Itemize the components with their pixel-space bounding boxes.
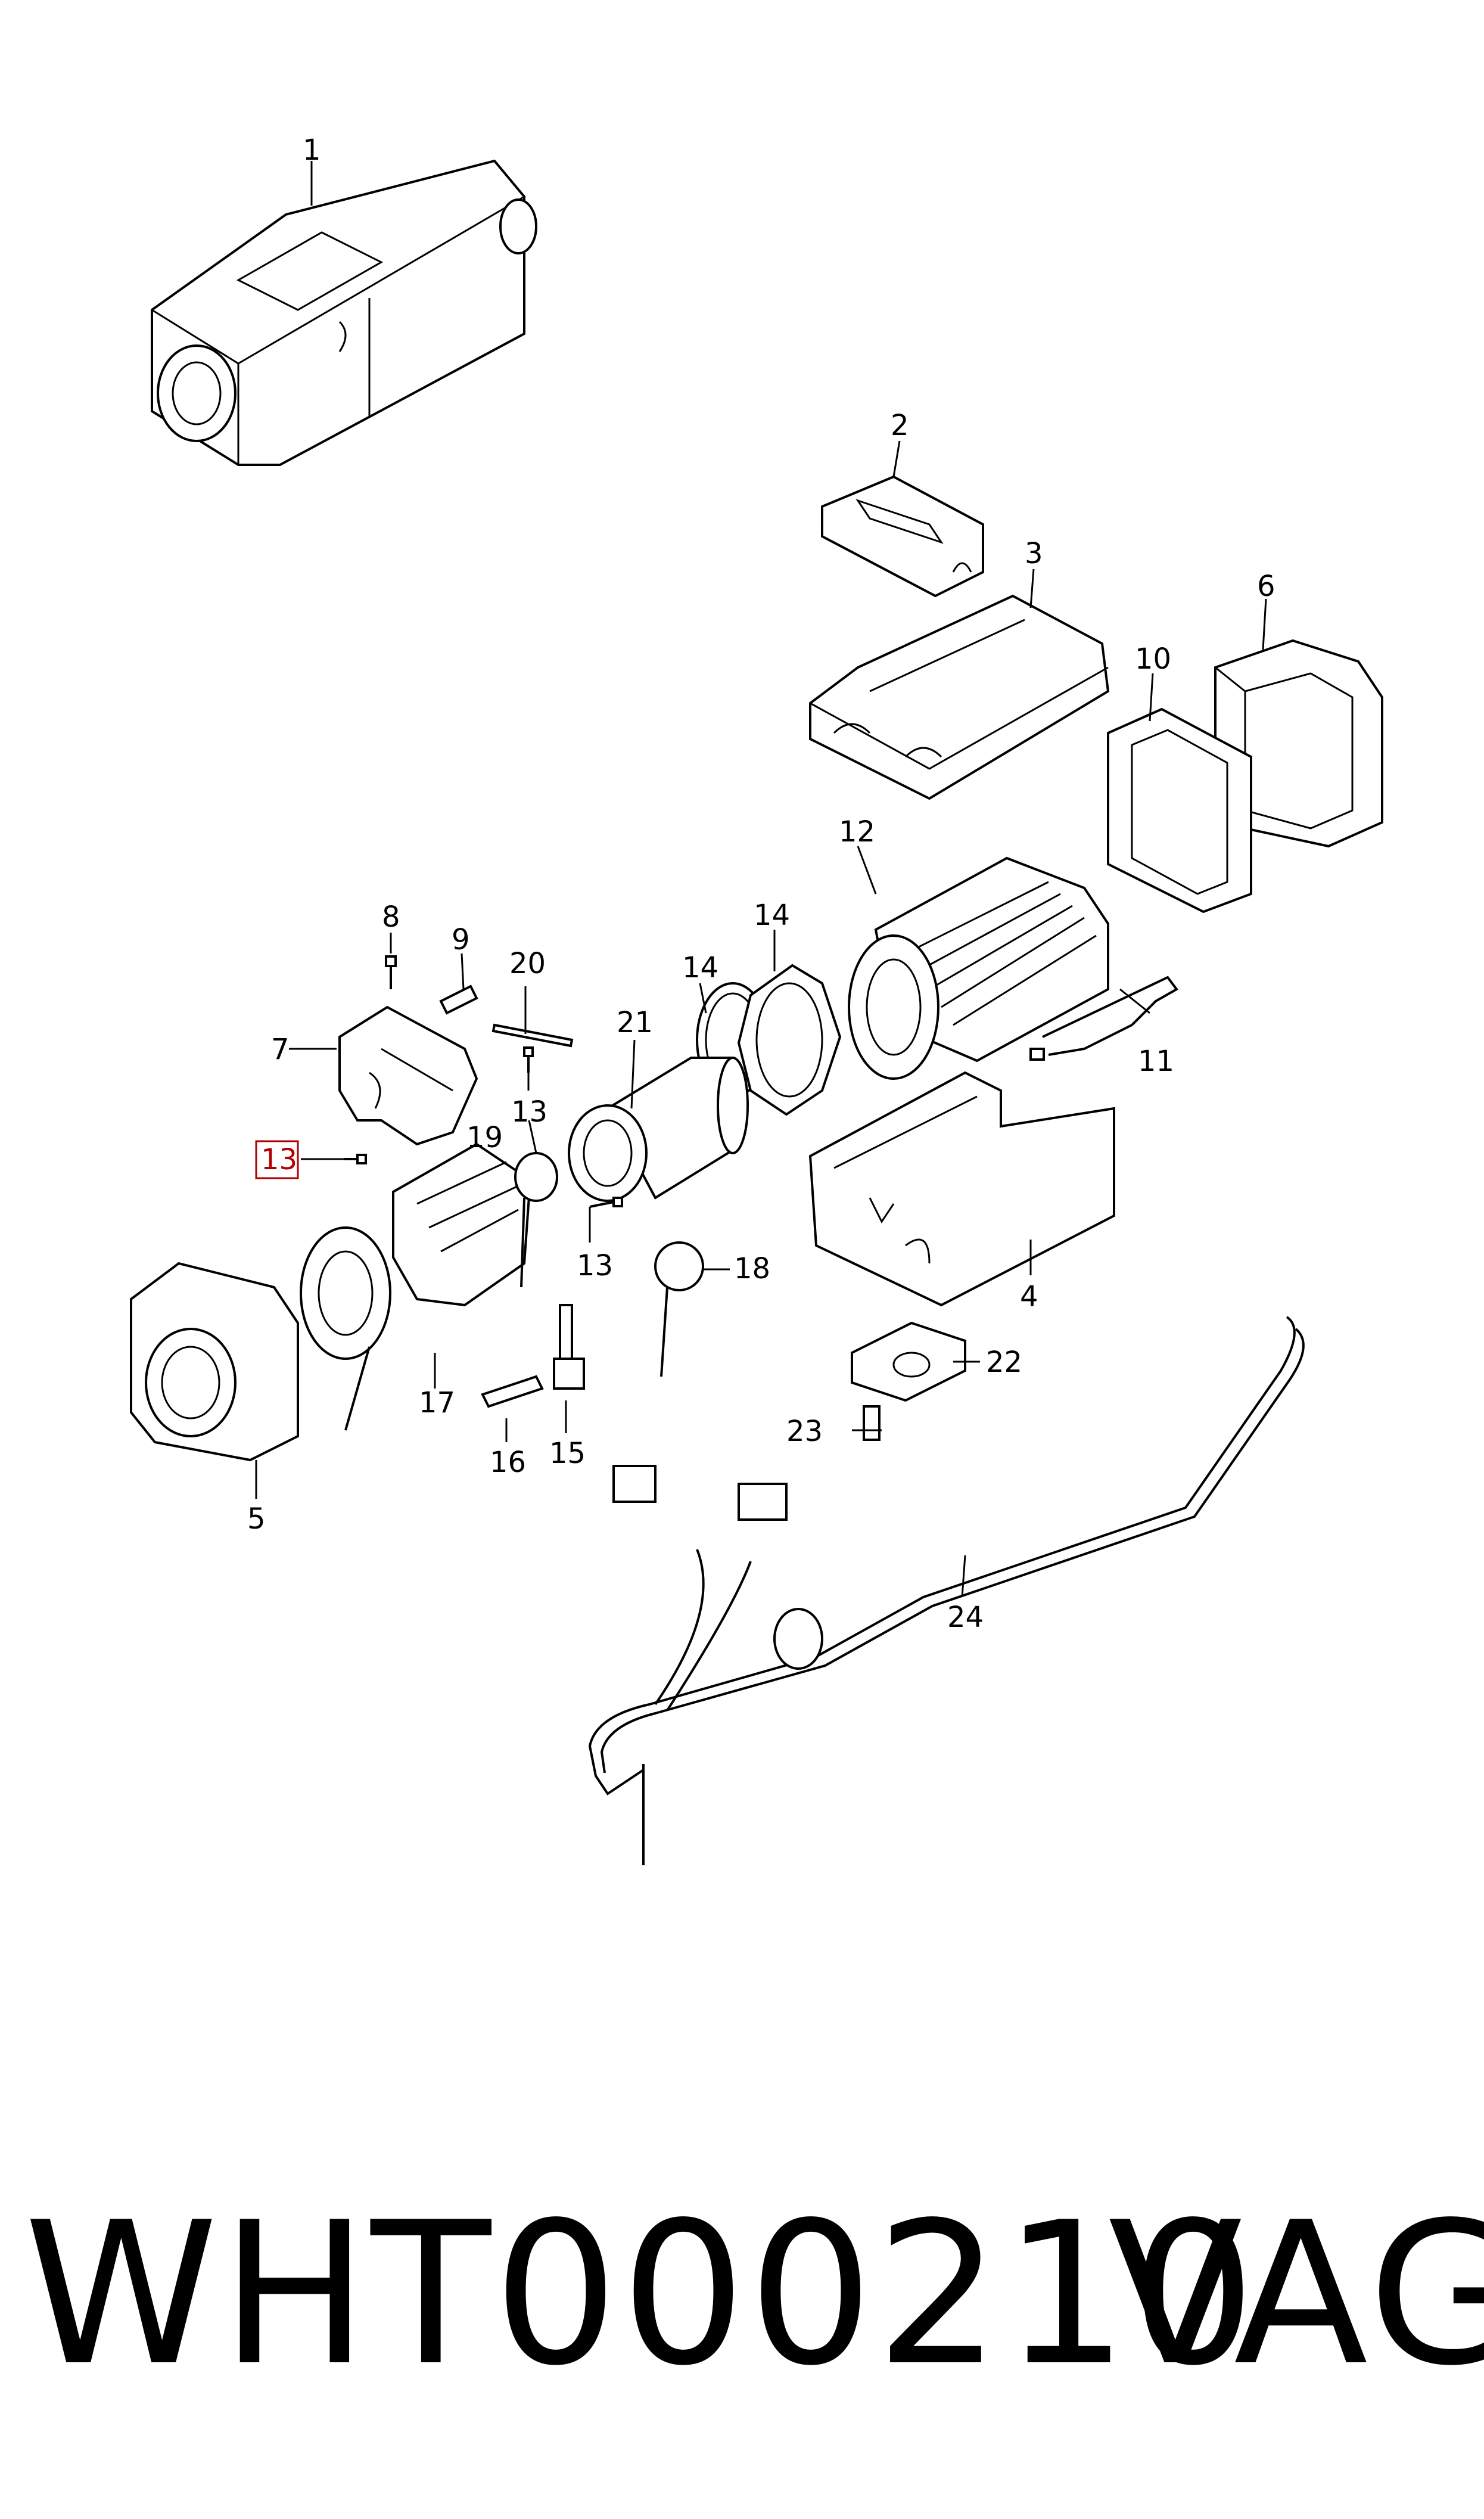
- label-15: 15: [549, 1437, 586, 1470]
- label-14-right: 14: [754, 899, 790, 932]
- part-13-screw-a: [523, 1046, 534, 1073]
- label-1: 1: [303, 133, 321, 167]
- highlight-box: [255, 1140, 299, 1179]
- label-21: 21: [617, 1006, 653, 1039]
- label-10: 10: [1135, 642, 1171, 676]
- label-2: 2: [891, 409, 909, 442]
- label-24: 24: [947, 1601, 984, 1634]
- label-20: 20: [509, 947, 546, 980]
- part-8-screw: [385, 955, 397, 989]
- part-16-clip: [481, 1375, 544, 1408]
- label-18: 18: [734, 1252, 770, 1285]
- part-15-glow-pin: [553, 1304, 585, 1390]
- label-4: 4: [1020, 1280, 1038, 1313]
- label-12: 12: [839, 815, 875, 849]
- part-21-combustion-tube: [568, 1057, 749, 1202]
- part-22-mounting-plate: [851, 1321, 966, 1402]
- label-13-highlighted: 13: [261, 1143, 297, 1176]
- part-number: WHT000210: [24, 2180, 1258, 2409]
- label-8: 8: [382, 900, 400, 934]
- label-3: 3: [1025, 537, 1043, 570]
- label-9: 9: [452, 923, 470, 956]
- part-1-heater-unit: [151, 159, 537, 466]
- part-4-lower-housing: [808, 1071, 1115, 1307]
- part-23-pin: [863, 1405, 881, 1441]
- label-23: 23: [786, 1415, 823, 1448]
- label-19: 19: [466, 1121, 503, 1154]
- label-13-middle: 13: [577, 1249, 613, 1282]
- part-12-heat-exchanger: [848, 856, 1109, 1080]
- label-17: 17: [419, 1386, 455, 1420]
- label-6: 6: [1257, 570, 1275, 603]
- label-5: 5: [247, 1502, 266, 1536]
- part-9-pin: [439, 984, 478, 1015]
- part-2-cover-clip: [821, 475, 984, 598]
- part-11-sensor-wire: [1029, 976, 1178, 1061]
- part-18-sensor: [654, 1241, 704, 1377]
- part-17-blower-motor: [300, 1142, 532, 1431]
- part-24-harness: [588, 1316, 1305, 1865]
- part-13-screw-c: [589, 1197, 623, 1208]
- label-11: 11: [1138, 1045, 1174, 1078]
- part-14-gasket-b: [737, 964, 842, 1116]
- label-7: 7: [271, 1033, 290, 1066]
- part-10-gasket-frame: [1107, 707, 1252, 914]
- part-3-upper-housing: [809, 594, 1110, 800]
- callout-labels: 1 2 3 4 5 6 7 8 9 10 11 12 13 13 13 13 1…: [247, 133, 1275, 1634]
- label-14-left: 14: [682, 951, 718, 984]
- part-20-rod: [491, 1023, 574, 1048]
- footer: WHT000210 VAG: [0, 2169, 1484, 2419]
- part-13-screw-b: [344, 1154, 367, 1164]
- brand-name: VAG: [1108, 2180, 1484, 2409]
- part-5-front-cover: [130, 1262, 299, 1462]
- leader-lines: [255, 161, 1267, 1598]
- part-7-control-unit: [338, 1005, 478, 1146]
- label-13-upper: 13: [511, 1095, 547, 1129]
- label-16: 16: [490, 1446, 526, 1479]
- label-22: 22: [986, 1346, 1022, 1379]
